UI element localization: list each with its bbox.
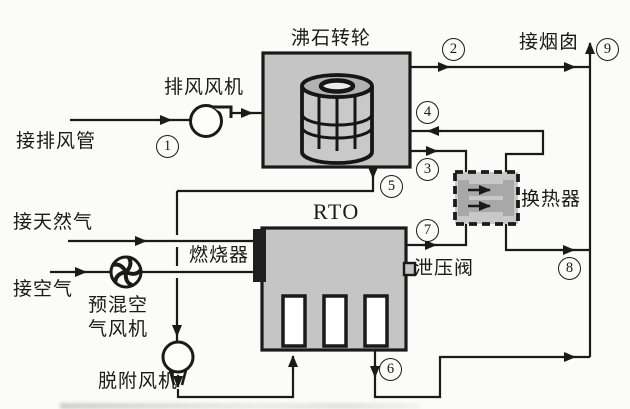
pipe-stream-5 [172,167,378,342]
stream-marker-6: 6 [379,358,402,381]
pipe-stream-7 [406,224,468,250]
label-premix-air-fan: 预混空气风机 [88,294,148,342]
stream-marker-2: 2 [442,38,465,61]
stream-marker-8: 8 [558,257,581,280]
label-to-chimney: 接烟囱 [519,32,580,53]
premix-air-fan-icon [109,255,143,289]
stream-number-4: 4 [423,104,432,120]
stream-number-5: 5 [387,178,396,194]
scan-artifact [60,403,420,409]
pipe-stream-3 [410,146,468,172]
stream-number-2: 2 [449,41,458,57]
stream-number-9: 9 [603,41,612,57]
pipe-stream-6 [370,350,590,399]
stream-marker-9: 9 [596,38,619,61]
label-exhaust-duct-inlet: 接排风管 [16,131,97,152]
stream-number-3: 3 [423,161,432,177]
rto-unit [253,226,417,352]
pipe-stream-4 [410,126,545,172]
stream-marker-4: 4 [416,101,439,124]
stream-marker-1: 1 [156,135,179,158]
burner-icon [253,229,266,282]
pipe-desorption-to-rto [176,355,298,399]
label-premix-air-fan-line2: 气风机 [88,319,149,340]
label-heat-exchanger: 换热器 [521,189,582,210]
stream-marker-7: 7 [416,219,439,242]
label-air-inlet: 接空气 [13,279,74,300]
desorption-fan-icon [161,340,195,388]
stream-number-8: 8 [565,260,574,276]
stream-number-1: 1 [163,138,172,154]
label-premix-air-fan-line1: 预混空 [88,295,149,316]
pipe-stream-8 [504,224,590,255]
exhaust-fan-icon [189,104,233,138]
label-rto: RTO [313,199,360,224]
label-zeolite-rotor: 沸石转轮 [291,28,372,49]
label-burner: 燃烧器 [189,245,250,266]
stream-marker-3: 3 [416,158,439,181]
stream-number-7: 7 [423,222,432,238]
rotor-wheel-icon [300,73,374,165]
stream-marker-5: 5 [380,175,403,198]
heat-exchanger-unit [453,170,520,226]
label-natural-gas-inlet: 接天然气 [13,212,94,233]
label-relief-valve: 泄压阀 [414,258,475,279]
label-exhaust-fan: 排风风机 [164,77,245,98]
pipe-exhaust-inlet [70,108,263,125]
relief-valve-icon [402,261,417,277]
label-desorption-fan: 脱附风机 [98,371,179,392]
zeolite-rotor-unit [261,51,412,169]
rto-bed-slots [281,294,389,348]
stream-number-6: 6 [386,361,395,377]
